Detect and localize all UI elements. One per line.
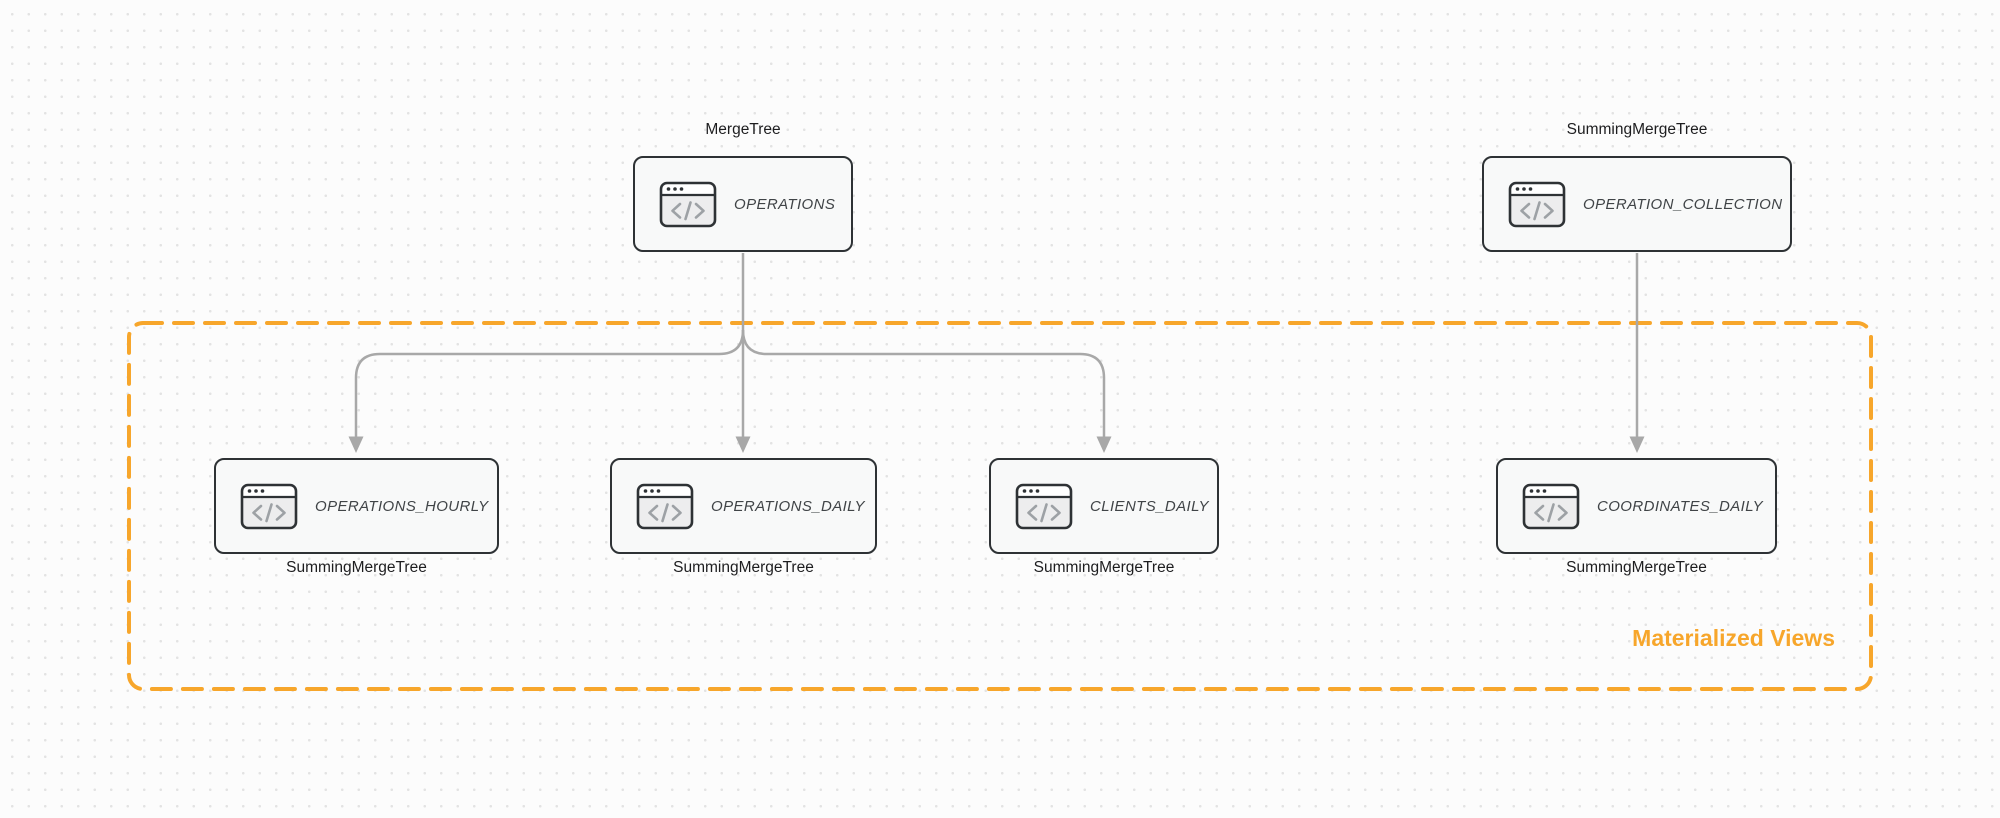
node-coordinates-daily[interactable]: COORDINATES_DAILY [1496,458,1777,554]
engine-label-operations-daily: SummingMergeTree [673,559,814,576]
engine-label-clients-daily: SummingMergeTree [1033,559,1175,576]
edge-operations-to-operations-hourly [354,329,745,438]
node-operations[interactable]: OPERATIONS [633,156,853,252]
arrowhead-coordinates-daily [1629,436,1645,453]
node-label-operation-collection: OPERATION_COLLECTION [1583,195,1783,213]
code-window-icon [240,483,298,530]
edge-arrowheads [348,436,1645,453]
node-label-operations: OPERATIONS [734,195,836,213]
code-window-icon [659,181,717,228]
code-window-icon [636,483,694,530]
code-window-icon [1522,483,1580,530]
node-clients-daily[interactable]: CLIENTS_DAILY [989,458,1219,554]
arrowhead-operations-daily [735,436,751,453]
node-operations-daily[interactable]: OPERATIONS_DAILY [610,458,877,554]
node-label-operations-hourly: OPERATIONS_HOURLY [315,497,489,515]
engine-label-operations: MergeTree [705,121,781,138]
arrowhead-operations-hourly [348,436,364,453]
engine-label-coordinates-daily: SummingMergeTree [1566,559,1707,576]
node-operations-hourly[interactable]: OPERATIONS_HOURLY [214,458,499,554]
edge-lines [354,253,1639,438]
node-label-clients-daily: CLIENTS_DAILY [1090,497,1209,515]
engine-label-operation-collection: SummingMergeTree [1566,121,1708,138]
engine-label-operations-hourly: SummingMergeTree [286,559,427,576]
arrowhead-clients-daily [1096,436,1112,453]
code-window-icon [1015,483,1073,530]
edge-operations-to-clients-daily [741,329,1106,438]
materialized-views-group-label: Materialized Views [1632,625,1835,651]
code-window-icon [1508,181,1566,228]
node-label-operations-daily: OPERATIONS_DAILY [711,497,865,515]
node-label-coordinates-daily: COORDINATES_DAILY [1597,497,1764,515]
node-operation-collection[interactable]: OPERATION_COLLECTION [1482,156,1792,252]
